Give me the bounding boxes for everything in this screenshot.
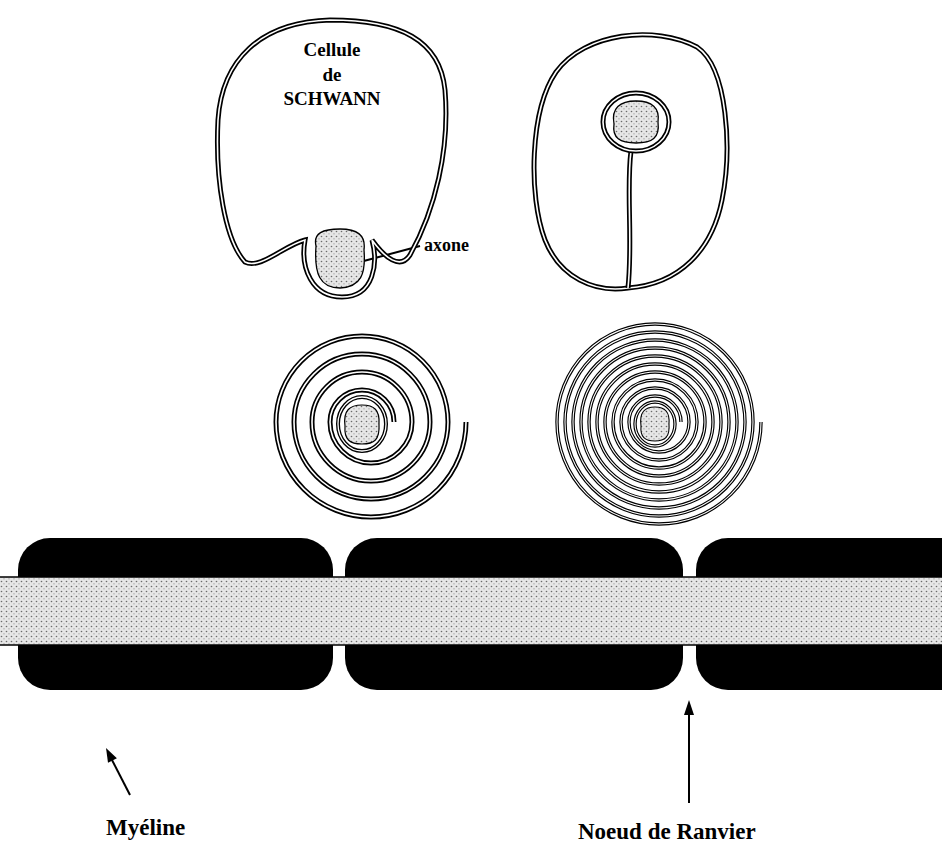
schwann-cell-stage-4: [557, 324, 761, 524]
cell-membrane-inner: [217, 20, 445, 297]
axon: [613, 101, 658, 143]
axon: [641, 407, 670, 441]
cell-membrane: [217, 20, 445, 297]
axon-membrane-inner: [603, 93, 669, 151]
cell-membrane: [534, 35, 727, 289]
cell-membrane-inner: [534, 35, 727, 289]
axon: [315, 229, 364, 288]
arrow-head: [684, 700, 694, 715]
part-label: axone: [424, 235, 469, 257]
cell-label: Cellule de SCHWANN: [283, 38, 380, 112]
cell-outline: [212, 16, 452, 301]
arrow-head: [106, 748, 117, 763]
axon-membrane-inner: [635, 402, 675, 446]
axon-membrane: [338, 397, 386, 451]
axon-membrane: [635, 402, 675, 446]
myelin-spiral: [557, 324, 761, 524]
axon-membrane: [603, 93, 669, 151]
leader-line: [360, 246, 420, 262]
schwann-cell-stage-2: [534, 35, 727, 289]
axon-bar: [0, 577, 942, 645]
part-label: Noeud de Ranvier: [578, 818, 756, 846]
axon-membrane-inner: [338, 397, 386, 451]
mesaxon: [628, 151, 631, 288]
leader-arrows: [106, 246, 694, 803]
schwann-cell-stage-3: [276, 336, 466, 517]
axon: [345, 405, 379, 444]
myelinated-axon: [0, 538, 942, 690]
leader-line: [112, 760, 130, 795]
arrow-head: [348, 257, 363, 267]
leader-line: [688, 713, 690, 803]
mesaxon-inner: [628, 151, 631, 288]
schwann-cell: Cellule de SCHWANN: [212, 16, 452, 301]
myelin-spiral-inner: [276, 336, 466, 517]
myelin-spiral: [276, 336, 466, 517]
part-label: Myéline: [106, 814, 185, 842]
myelin-spiral-inner: [557, 324, 761, 524]
